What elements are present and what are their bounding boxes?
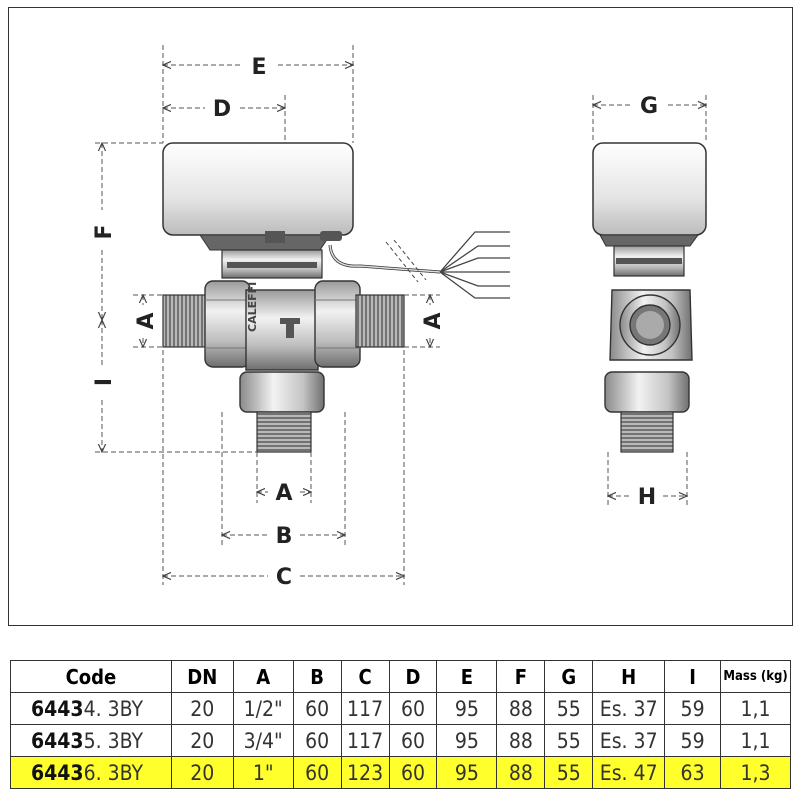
header-dn: DN — [170, 660, 234, 693]
table-header-row: Code DN A B C D E F G H I Mass (kg) — [10, 660, 791, 693]
dimension-lines — [95, 45, 706, 585]
header-c: C — [340, 660, 390, 693]
valve-technical-drawing: CALEFFI — [92, 45, 800, 590]
header-f: F — [496, 660, 546, 693]
dim-label-e: E — [251, 55, 266, 80]
cell-a: 1" — [232, 756, 294, 789]
dim-label-c: C — [276, 565, 292, 590]
header-mass: Mass (kg) — [720, 660, 791, 693]
cell-d: 60 — [388, 692, 438, 725]
cell-mass: 1,1 — [720, 724, 791, 757]
dim-label-a-right: A — [421, 312, 446, 329]
cell-dn: 20 — [170, 756, 234, 789]
header-a: A — [232, 660, 294, 693]
cell-code: 64434. 3BY — [10, 692, 172, 725]
cell-f: 88 — [496, 692, 546, 725]
table-row: 64434. 3BY 20 1/2" 60 117 60 95 88 55 Es… — [10, 692, 791, 725]
cell-h: Es. 37 — [592, 724, 666, 757]
header-h: H — [592, 660, 666, 693]
cell-c: 117 — [340, 692, 390, 725]
cell-i: 59 — [664, 692, 722, 725]
dim-label-g: G — [640, 94, 658, 119]
dim-label-f: F — [92, 224, 117, 239]
dim-label-i: I — [92, 378, 117, 386]
cell-f: 88 — [496, 756, 546, 789]
cell-a: 3/4" — [232, 724, 294, 757]
cell-e: 95 — [436, 756, 498, 789]
cell-b: 60 — [292, 724, 342, 757]
header-i: I — [664, 660, 722, 693]
table-row: 64435. 3BY 20 3/4" 60 117 60 95 88 55 Es… — [10, 724, 791, 757]
cell-b: 60 — [292, 692, 342, 725]
technical-drawing-frame — [8, 7, 793, 626]
cell-dn: 20 — [170, 692, 234, 725]
cell-g: 55 — [544, 692, 594, 725]
header-g: G — [544, 660, 594, 693]
cell-c: 117 — [340, 724, 390, 757]
cell-c: 123 — [340, 756, 390, 789]
cell-e: 95 — [436, 692, 498, 725]
cell-f: 88 — [496, 724, 546, 757]
specification-table: Code DN A B C D E F G H I Mass (kg) 6443… — [10, 660, 791, 789]
cell-code: 64435. 3BY — [10, 724, 172, 757]
side-view-valve — [592, 142, 707, 453]
cell-mass: 1,3 — [720, 756, 791, 789]
header-code: Code — [10, 660, 172, 693]
cell-g: 55 — [544, 756, 594, 789]
dim-label-a-left: A — [134, 312, 159, 329]
dim-label-b: B — [276, 524, 293, 549]
cell-code: 64436. 3BY — [10, 756, 172, 789]
dim-label-a-bottom: A — [275, 481, 292, 506]
table-row-highlighted: 64436. 3BY 20 1" 60 123 60 95 88 55 Es. … — [10, 756, 791, 789]
header-b: B — [292, 660, 342, 693]
cell-h: Es. 37 — [592, 692, 666, 725]
cell-i: 59 — [664, 724, 722, 757]
front-view-valve: CALEFFI — [162, 142, 510, 453]
cell-h: Es. 47 — [592, 756, 666, 789]
cell-i: 63 — [664, 756, 722, 789]
header-e: E — [436, 660, 498, 693]
cell-b: 60 — [292, 756, 342, 789]
dim-label-h: H — [638, 485, 656, 510]
cell-dn: 20 — [170, 724, 234, 757]
cell-g: 55 — [544, 724, 594, 757]
cell-e: 95 — [436, 724, 498, 757]
cell-d: 60 — [388, 756, 438, 789]
cell-a: 1/2" — [232, 692, 294, 725]
cell-d: 60 — [388, 724, 438, 757]
cell-mass: 1,1 — [720, 692, 791, 725]
header-d: D — [388, 660, 438, 693]
brand-text: CALEFFI — [246, 282, 259, 332]
dim-label-d: D — [213, 97, 231, 122]
